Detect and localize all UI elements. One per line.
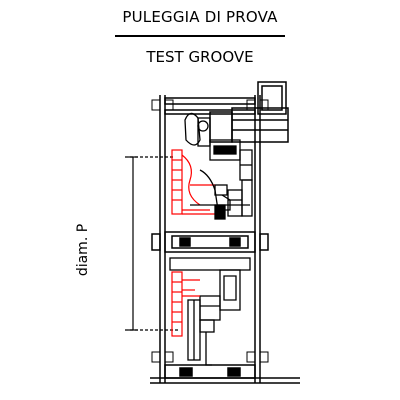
upper-wheel	[184, 112, 253, 181]
upper-shaft	[190, 169, 253, 220]
upper-pulley	[171, 149, 215, 215]
base-plate	[150, 364, 300, 384]
middle-plate	[151, 231, 269, 253]
lower-pulley	[171, 271, 200, 337]
title-italian: PULEGGIA DI PROVA	[122, 8, 278, 26]
title-english: TEST GROOVE	[146, 48, 254, 66]
motor-housing	[209, 81, 289, 143]
lower-shaft	[187, 299, 215, 366]
dimension-line	[125, 156, 180, 331]
bolt-heads	[151, 99, 269, 363]
title-divider	[115, 35, 285, 37]
